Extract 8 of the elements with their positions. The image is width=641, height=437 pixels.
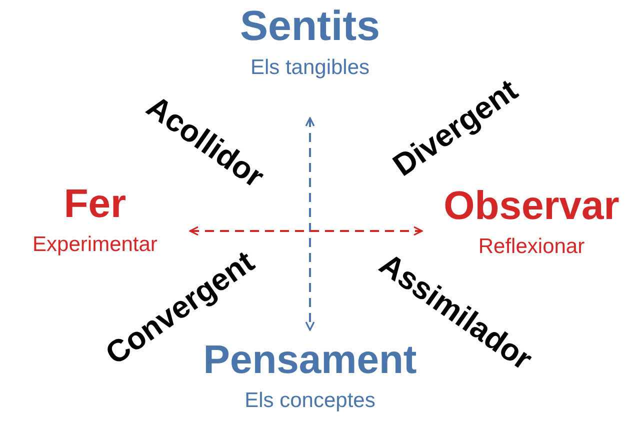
heading-text: Observar (444, 184, 620, 229)
subtitle-text: Els conceptes (244, 389, 376, 413)
dashed-arrow (305, 117, 315, 331)
subtitle-text: Reflexionar (478, 235, 585, 258)
dashed-arrow (189, 226, 423, 236)
subtitle-text: Els tangibles (250, 56, 370, 80)
heading-text: Sentits (240, 2, 380, 50)
heading-text: Fer (64, 182, 126, 227)
